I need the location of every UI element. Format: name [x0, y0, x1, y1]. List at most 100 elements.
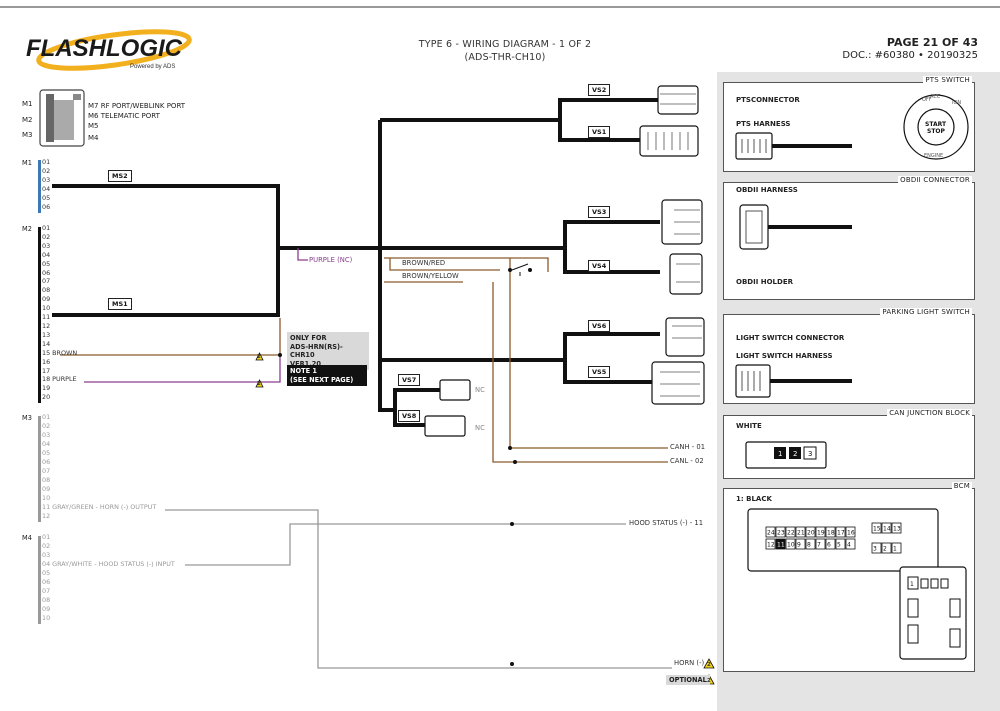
switch-symbol: [508, 263, 532, 276]
warning-number-4: 2: [707, 678, 711, 684]
pts-switch-drawing: OFF ACC IGN START STOP ENGINE: [903, 94, 969, 160]
bcm-pin-label: 15: [873, 526, 881, 533]
pin-item: 07: [42, 277, 51, 286]
pts-switch-box: PTS SWITCH PTSCONNECTOR PTS HARNESS OFF …: [723, 76, 975, 172]
pin-item: 01: [42, 533, 51, 541]
pin-item: 04 GRAY/WHITE - HOOD STATUS (-) INPUT: [42, 560, 175, 568]
pin-item: 17: [42, 366, 51, 375]
thick-wires: [52, 98, 660, 427]
bcm-pin-label: 22: [787, 530, 795, 537]
pin-item: 06: [42, 203, 51, 212]
pin-item: 05: [42, 449, 51, 457]
obdii-harness-drawing: [739, 204, 852, 250]
pin-item: 02: [42, 167, 51, 176]
bcm-pin: [815, 538, 826, 550]
bcm-pin: [825, 538, 836, 550]
port-m6: M6 TELEMATIC PORT: [88, 112, 160, 120]
bcm-pin: [871, 542, 882, 554]
pin-item: 06: [42, 458, 51, 466]
purple-wire: [84, 355, 281, 383]
pin-item: 05: [42, 569, 51, 577]
bcm-pin: [785, 526, 796, 538]
pin-item: 03: [42, 431, 51, 439]
pin-item: 02: [42, 232, 51, 241]
pin-item: 06: [42, 268, 51, 277]
bcm-pin: [835, 538, 846, 550]
page-info: PAGE 21 OF 43 DOC.: #60380 • 20190325: [842, 36, 978, 62]
port-m7: M7 RF PORT/WEBLINK PORT: [88, 102, 186, 110]
hood-status-label: HOOD STATUS (-) - 11: [629, 519, 704, 527]
light-switch-harness-drawing: [735, 364, 852, 398]
svg-text:3: 3: [808, 450, 812, 458]
canl-label: CANL - 02: [670, 457, 704, 465]
bcm-pin-label: 10: [787, 542, 795, 549]
pin-item: 04: [42, 250, 51, 259]
bcm-pin-label: 17: [837, 530, 845, 537]
svg-text:2: 2: [793, 450, 797, 458]
connector-vs6: VS6: [588, 320, 611, 332]
pin-item: 16: [42, 357, 51, 366]
port-m3: M3: [22, 131, 33, 139]
pin-item: 01: [42, 158, 51, 166]
bcm-pin: [795, 538, 806, 550]
svg-text:IGN: IGN: [952, 100, 961, 106]
bcm-pin-label: 19: [817, 530, 825, 537]
brown-wire: [60, 318, 281, 356]
pin-item: 09: [42, 485, 51, 493]
bcm-pin-label: 5: [837, 542, 841, 549]
svg-text:ACC: ACC: [930, 94, 941, 100]
can-junction-block-box: CAN JUNCTION BLOCK WHITE 1 2 3: [723, 409, 975, 479]
pin-item: 15 BROWN: [42, 348, 78, 357]
nc-label-2: NC: [475, 424, 485, 432]
brown-red-label: BROWN/RED: [402, 259, 446, 267]
bcm-pin-label: 13: [893, 526, 901, 533]
diagram-title: TYPE 6 - WIRING DIAGRAM - 1 OF 2 (ADS-TH…: [418, 39, 592, 63]
bcm-pin-label: 8: [807, 542, 811, 549]
parking-light-switch-box: PARKING LIGHT SWITCH LIGHT SWITCH CONNEC…: [723, 308, 975, 404]
pin-item: 01: [42, 413, 51, 421]
pin-item: 11 GRAY/GREEN - HORN (-) OUTPUT: [42, 503, 157, 511]
note-1-box: NOTE 1 (SEE NEXT PAGE): [287, 365, 367, 386]
pin-item: 07: [42, 467, 51, 475]
m2-bar: [38, 227, 41, 403]
flashlogic-logo: FLASHLOGIC Powered by ADS: [26, 29, 192, 71]
port-m4: M4: [88, 134, 99, 142]
pin-item: 05: [42, 194, 51, 203]
bcm-pin: [825, 526, 836, 538]
svg-text:STOP: STOP: [927, 128, 946, 135]
bcm-pin: [765, 538, 776, 550]
connector-vs1: VS1: [588, 126, 611, 138]
bcm-pin-label: 14: [883, 526, 891, 533]
nc-label-1: NC: [475, 386, 485, 394]
pin-item: 03: [42, 551, 51, 559]
bcm-pin-label: 2: [883, 546, 887, 553]
bcm-pin: [805, 526, 816, 538]
bcm-pin-label: 16: [847, 530, 855, 537]
obdii-connector-box: OBDII CONNECTOR OBDII HARNESS OBDII HOLD…: [723, 176, 975, 300]
m3-label: M3: [22, 414, 32, 422]
bcm-pin-label: 3: [873, 546, 877, 553]
pin-item: 11: [42, 313, 51, 322]
bcm-pin: [871, 522, 882, 534]
optional-label: OPTIONAL: [666, 675, 710, 685]
bcm-pin: [815, 526, 826, 538]
pin-item: 08: [42, 596, 51, 604]
bcm-pin-label: 9: [797, 542, 801, 549]
bcm-pin: [881, 522, 892, 534]
grey-wires: [165, 509, 672, 669]
port-m5: M5: [88, 122, 99, 130]
pin-item: 12: [42, 321, 51, 330]
connector-vs4: VS4: [588, 260, 611, 272]
connector-vs8: VS8: [398, 410, 421, 422]
bcm-pin: [795, 526, 806, 538]
pin-item: 20: [42, 393, 51, 402]
bcm-pin: [775, 538, 786, 550]
connector-vs7: VS7: [398, 374, 421, 386]
port-m2: M2: [22, 116, 33, 124]
only-for-note: ONLY FOR ADS-HRN(RS)-CHR10 VER1.20: [287, 332, 369, 370]
